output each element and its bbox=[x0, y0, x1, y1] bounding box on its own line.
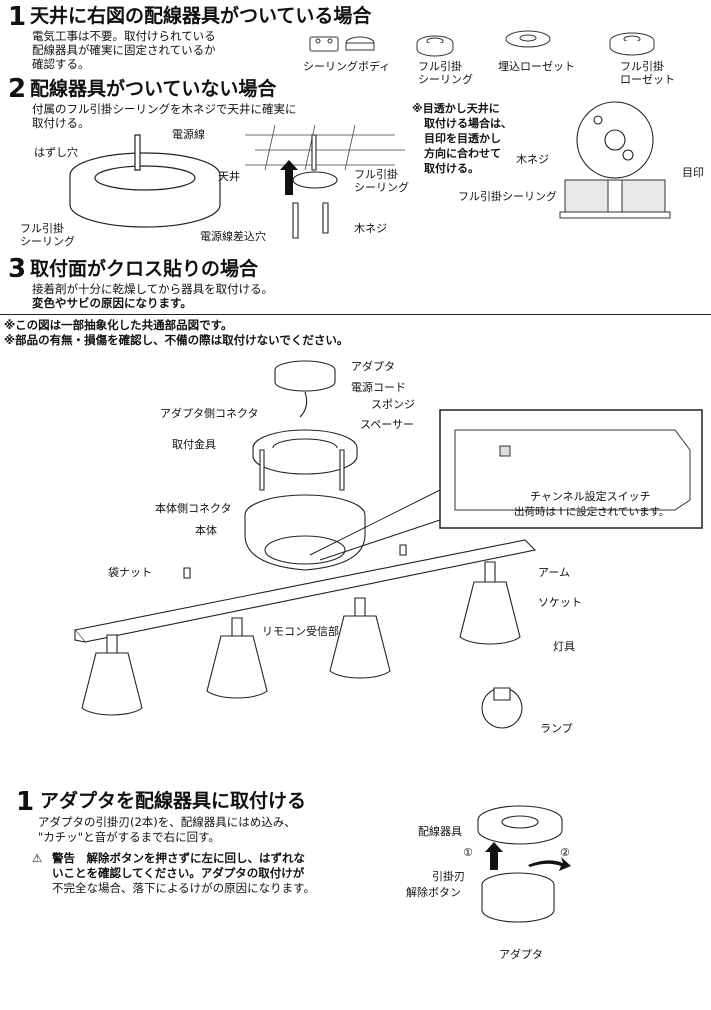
label-cap-nut: 袋ナット bbox=[108, 566, 152, 579]
warning-line-3: 不完全な場合、落下によるけがの原因になります。 bbox=[52, 881, 316, 895]
note-label-full-ceiling: フル引掛シーリング bbox=[458, 190, 557, 203]
step-1-line-2: "カチッ"と音がするまで右に回す。 bbox=[38, 830, 220, 844]
label-wood-screw: 木ネジ bbox=[354, 222, 387, 235]
step-1-number: 1 bbox=[16, 787, 35, 817]
label-adapter-bottom: アダプタ bbox=[499, 948, 543, 961]
note-inspect: ※部品の有無・損傷を確認し、不備の際は取付けないでください。 bbox=[4, 333, 349, 347]
note-line-4: 方向に合わせて bbox=[424, 147, 501, 160]
part-label-ceiling-body: シーリングボディ bbox=[303, 60, 391, 73]
label-hook-blade: 引掛刃 bbox=[432, 870, 465, 883]
ceiling-devices-illustration bbox=[300, 25, 700, 70]
note-label-mark: 目印 bbox=[682, 166, 704, 179]
label-body: 本体 bbox=[195, 524, 217, 537]
warning-line-1: 警告 解除ボタンを押さずに左に回し、はずれな bbox=[52, 851, 305, 865]
label-power-wire: 電源線 bbox=[172, 128, 205, 141]
part-label-flush-rosette: 埋込ローゼット bbox=[498, 60, 575, 73]
label-arm: アーム bbox=[538, 566, 571, 579]
section-2-number: 2 bbox=[8, 74, 27, 104]
label-step-num-1: ① bbox=[463, 846, 473, 859]
part-label-full-rosette: フル引掛 ローゼット bbox=[620, 60, 675, 86]
full-ceiling-cutaway-illustration bbox=[60, 130, 240, 240]
note-line-3: 目印を目透かし bbox=[424, 132, 501, 145]
note-label-wood-screw: 木ネジ bbox=[516, 153, 549, 166]
section-2-line-1: 付属のフル引掛シーリングを木ネジで天井に確実に bbox=[32, 102, 297, 116]
label-remote-receiver: リモコン受信部 bbox=[262, 625, 339, 638]
label-power-cord: 電源コード bbox=[351, 381, 406, 394]
section-3-line-2: 変色やサビの原因になります。 bbox=[32, 296, 192, 310]
label-wire-insert-hole: 電源線差込穴 bbox=[200, 230, 266, 243]
label-ceiling: 天井 bbox=[218, 170, 240, 183]
ceiling-mounting-illustration bbox=[245, 125, 405, 245]
section-1-title: 天井に右図の配線器具がついている場合 bbox=[30, 5, 372, 27]
label-adapter-connector: アダプタ側コネクタ bbox=[160, 407, 259, 420]
step-1-title: アダプタを配線器具に取付ける bbox=[40, 790, 307, 812]
note-abstract: ※この図は一部抽象化した共通部品図です。 bbox=[4, 318, 233, 332]
label-body-connector: 本体側コネクタ bbox=[155, 502, 232, 515]
section-3-line-1: 接着剤が十分に乾燥してから器具を取付ける。 bbox=[32, 282, 274, 296]
note-line-2: 取付ける場合は、 bbox=[424, 117, 512, 130]
adapter-attach-illustration bbox=[460, 800, 571, 950]
label-bracket: 取付金具 bbox=[172, 438, 216, 451]
label-release-hole: はずし穴 bbox=[34, 146, 78, 159]
section-3-number: 3 bbox=[8, 254, 27, 284]
part-label-full-ceiling: フル引掛 シーリング bbox=[418, 60, 473, 86]
label-step-num-2: ② bbox=[560, 846, 570, 859]
label-channel-switch: チャンネル設定スイッチ bbox=[530, 490, 651, 503]
fixture-exploded-diagram bbox=[0, 350, 711, 780]
note-line-5: 取付ける。 bbox=[424, 162, 479, 175]
recessed-ceiling-illustration bbox=[560, 100, 700, 235]
label-wiring-device: 配線器具 bbox=[418, 825, 462, 838]
label-adapter: アダプタ bbox=[351, 360, 395, 373]
divider-top bbox=[0, 314, 711, 315]
warning-icon: ⚠ bbox=[32, 851, 43, 865]
section-1-line-2: 配線器具が確実に固定されているか bbox=[32, 43, 216, 57]
section-2-line-2: 取付ける。 bbox=[32, 116, 90, 130]
label-full-ceiling-right: フル引掛 シーリング bbox=[354, 168, 409, 194]
section-3-title: 取付面がクロス貼りの場合 bbox=[30, 258, 259, 280]
step-1-line-1: アダプタの引掛刃(2本)を、配線器具にはめ込み、 bbox=[38, 815, 296, 829]
label-lamp: ランプ bbox=[540, 722, 573, 735]
section-1-line-1: 電気工事は不要。取付けられている bbox=[32, 29, 216, 43]
section-1-line-3: 確認する。 bbox=[32, 57, 90, 71]
label-switch-note: 出荷時は I に設定されています。 bbox=[514, 506, 670, 518]
note-line-1: ※目透かし天井に bbox=[412, 102, 500, 115]
section-1-number: 1 bbox=[8, 2, 27, 32]
label-lamp-unit: 灯具 bbox=[553, 640, 575, 653]
section-2-title: 配線器具がついていない場合 bbox=[30, 78, 277, 100]
label-release-button: 解除ボタン bbox=[406, 886, 461, 899]
label-socket: ソケット bbox=[538, 596, 582, 609]
label-full-ceiling-left: フル引掛 シーリング bbox=[20, 222, 75, 248]
label-spacer: スペーサー bbox=[360, 418, 415, 431]
label-sponge: スポンジ bbox=[371, 398, 415, 411]
warning-line-2: いことを確認してください。アダプタの取付けが bbox=[52, 866, 305, 880]
